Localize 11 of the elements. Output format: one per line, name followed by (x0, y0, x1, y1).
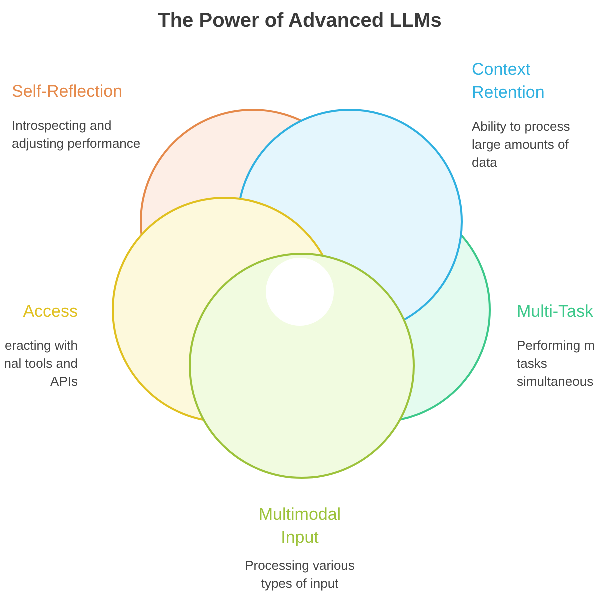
description: eracting with nal tools and APIs (3, 337, 78, 391)
description: Processing various types of input (244, 557, 356, 593)
heading: Multimodal Input (258, 504, 342, 549)
heading: Self-Reflection (12, 81, 123, 103)
description: Ability to process large amounts of data (472, 118, 572, 172)
title: The Power of Advanced LLMs (157, 9, 443, 34)
heading: Access (23, 301, 78, 323)
heading: Context Retention (472, 59, 546, 104)
description: Performing m tasks simultaneous (517, 337, 596, 391)
description: Introspecting and adjusting performance (12, 117, 142, 153)
heading: Multi-Task (517, 301, 594, 323)
